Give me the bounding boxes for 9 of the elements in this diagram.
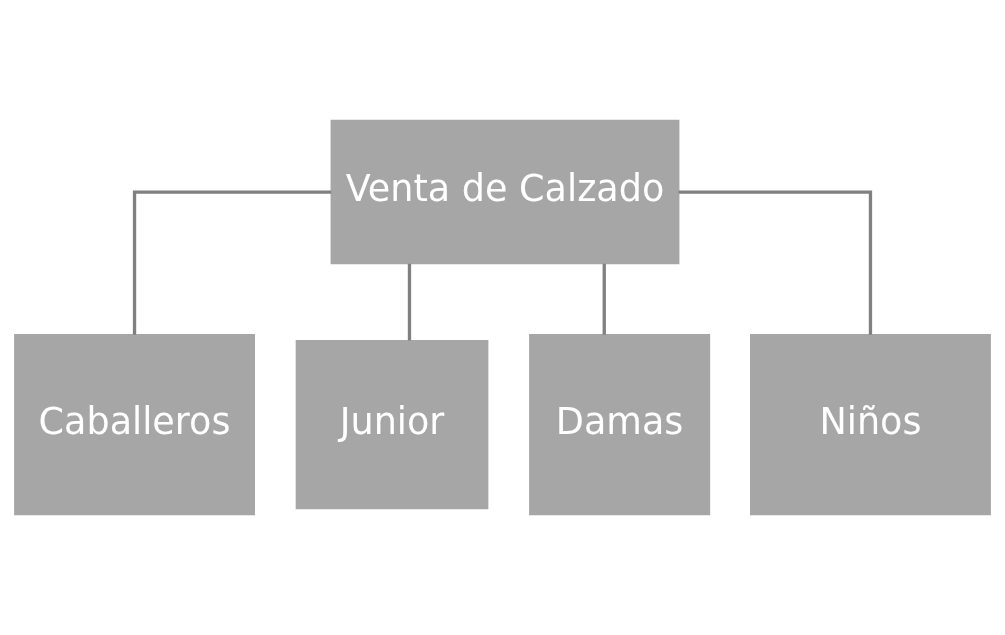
node-box: Junior xyxy=(295,339,489,510)
node-box: Venta de Calzado xyxy=(330,119,680,265)
connector xyxy=(602,263,606,335)
node-box: Damas xyxy=(529,334,711,516)
connector xyxy=(407,263,412,341)
node-box: Caballeros xyxy=(14,334,255,516)
connector xyxy=(132,190,332,335)
node-box: Niños xyxy=(750,334,991,516)
connector xyxy=(678,190,873,335)
